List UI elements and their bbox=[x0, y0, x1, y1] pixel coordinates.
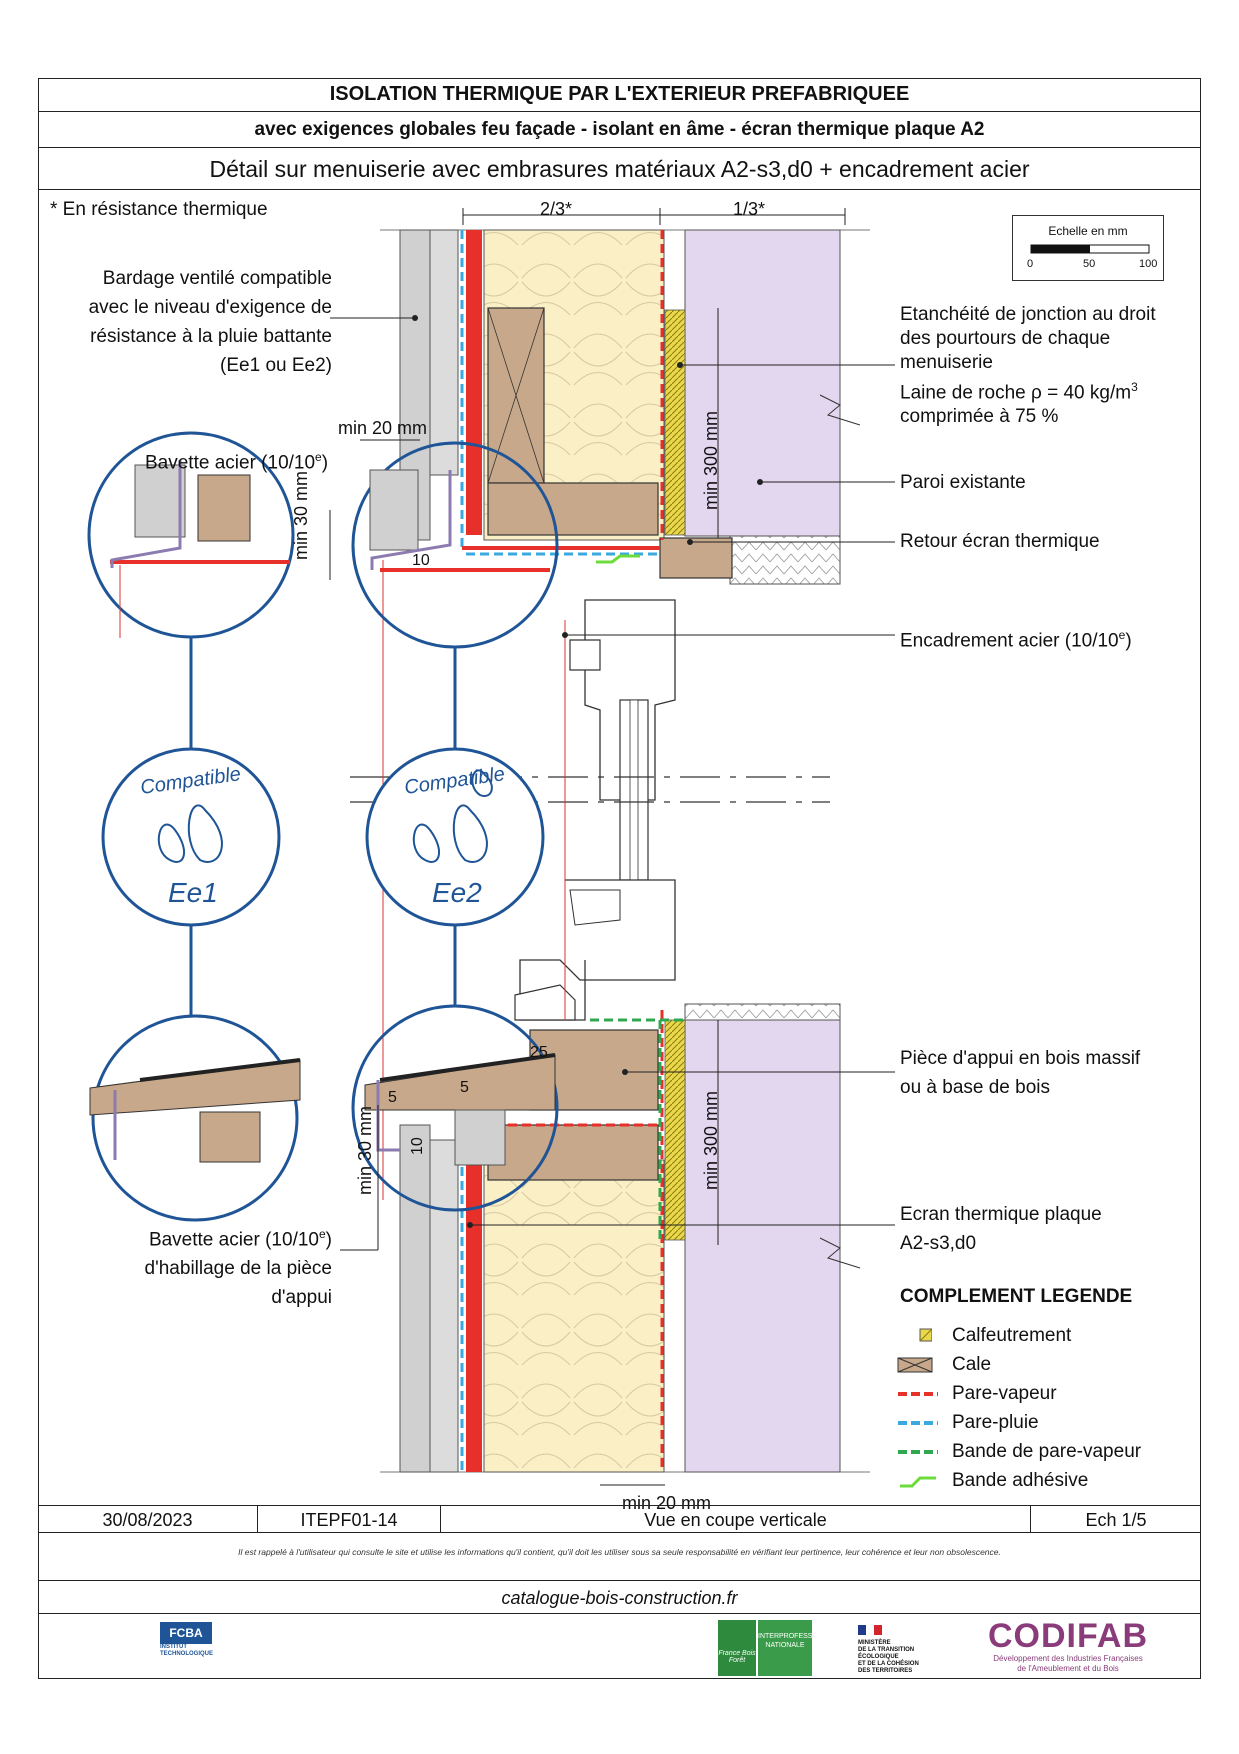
sheet-title: ISOLATION THERMIQUE PAR L'EXTERIEUR PREF… bbox=[38, 78, 1201, 112]
label-piece-appui: Pièce d'appui en bois massif ou à base d… bbox=[900, 1048, 1141, 1098]
dim-10-bottom: 10 bbox=[409, 1137, 426, 1155]
scale-tick-100: 100 bbox=[1139, 258, 1158, 270]
footer-date: 30/08/2023 bbox=[38, 1506, 258, 1532]
france-bois-foret-logo: France Bois Forêt bbox=[718, 1620, 756, 1676]
drawing-frame bbox=[38, 78, 1201, 1679]
legend-title: COMPLEMENT LEGENDE bbox=[900, 1286, 1133, 1307]
dim-5-a: 5 bbox=[388, 1089, 397, 1106]
footer-info-row: 30/08/2023 ITEPF01-14 Vue en coupe verti… bbox=[38, 1505, 1201, 1533]
dim-two-thirds: 2/3* bbox=[540, 199, 573, 219]
dim-one-third: 1/3* bbox=[733, 199, 766, 219]
dim-10-top: 10 bbox=[412, 552, 430, 569]
legend-calfeutrement: Calfeutrement bbox=[892, 1323, 1212, 1351]
sheet-subtitle: avec exigences globales feu façade - iso… bbox=[38, 112, 1201, 148]
dim-min20-bottom: min 20 mm bbox=[622, 1493, 712, 1513]
label-bavette-bottom: Bavette acier (10/10e) d'habillage de la… bbox=[144, 1227, 332, 1309]
dim-min300-top: min 300 mm bbox=[701, 410, 721, 510]
fcba-logo: FCBA INSTITUT TECHNOLOGIQUE bbox=[160, 1622, 213, 1672]
dim-min20-top: min 20 mm bbox=[338, 418, 428, 438]
footer-disclaimer: Il est rappelé à l'utilisateur qui consu… bbox=[238, 1547, 1001, 1557]
label-etancheite: Etanchéité de jonction au droit des pour… bbox=[900, 304, 1156, 428]
label-paroi: Paroi existante bbox=[900, 472, 1026, 493]
badge-ee1: Ee1 bbox=[168, 877, 218, 908]
legend-bande-adhesive: Bande adhésive bbox=[892, 1468, 1212, 1496]
scale-tick-50: 50 bbox=[1083, 258, 1096, 270]
scale-title: Echelle en mm bbox=[1048, 224, 1128, 238]
footer-ref: ITEPF01-14 bbox=[258, 1506, 441, 1532]
dim-min30-bottom: min 30 mm bbox=[355, 1105, 375, 1195]
thermal-note: * En résistance thermique bbox=[50, 199, 268, 220]
footer-scale: Ech 1/5 bbox=[1085, 1510, 1147, 1530]
interprofession-logo: INTERPROFESSION NATIONALE bbox=[758, 1620, 825, 1676]
label-bavette-top: Bavette acier (10/10e) bbox=[145, 450, 329, 474]
existing-wall-upper bbox=[684, 229, 841, 537]
legend-pare-pluie: Pare-pluie bbox=[898, 1412, 1039, 1433]
label-retour: Retour écran thermique bbox=[900, 531, 1100, 552]
dim-min30-top: min 30 mm bbox=[291, 470, 311, 560]
footer-view: Vue en coupe verticale bbox=[441, 1506, 1031, 1532]
existing-wall-lower bbox=[684, 1019, 841, 1473]
badge-ee2: Ee2 bbox=[432, 877, 482, 908]
legend-cale: Cale bbox=[892, 1352, 1212, 1380]
ministere-logo: MINISTÈRE DE LA TRANSITION ÉCOLOGIQUE ET… bbox=[858, 1622, 948, 1676]
insulation-lower bbox=[483, 1159, 665, 1473]
label-ecran: Ecran thermique plaque A2-s3,d0 bbox=[900, 1204, 1102, 1254]
cladding-lower bbox=[399, 1124, 431, 1473]
dim-25: 25 bbox=[530, 1044, 548, 1061]
label-bardage: Bardage ventilé compatible avec le nivea… bbox=[88, 268, 332, 376]
scale-tick-0: 0 bbox=[1027, 258, 1034, 270]
codifab-logo: CODIFAB Développement des Industries Fra… bbox=[988, 1617, 1148, 1673]
legend-pare-vapeur: Pare-vapeur bbox=[898, 1383, 1057, 1404]
scale-bar: Echelle en mm 0 50 100 bbox=[1012, 215, 1164, 281]
legend-bande-pare-vapeur: Bande de pare-vapeur bbox=[898, 1441, 1142, 1462]
label-encadrement: Encadrement acier (10/10e) bbox=[900, 628, 1132, 652]
sheet-detail-title: Détail sur menuiserie avec embrasures ma… bbox=[38, 148, 1201, 190]
dim-5-b: 5 bbox=[460, 1079, 469, 1096]
dim-min300-bottom: min 300 mm bbox=[701, 1090, 721, 1190]
footer-site: catalogue-bois-construction.fr bbox=[501, 1588, 738, 1608]
